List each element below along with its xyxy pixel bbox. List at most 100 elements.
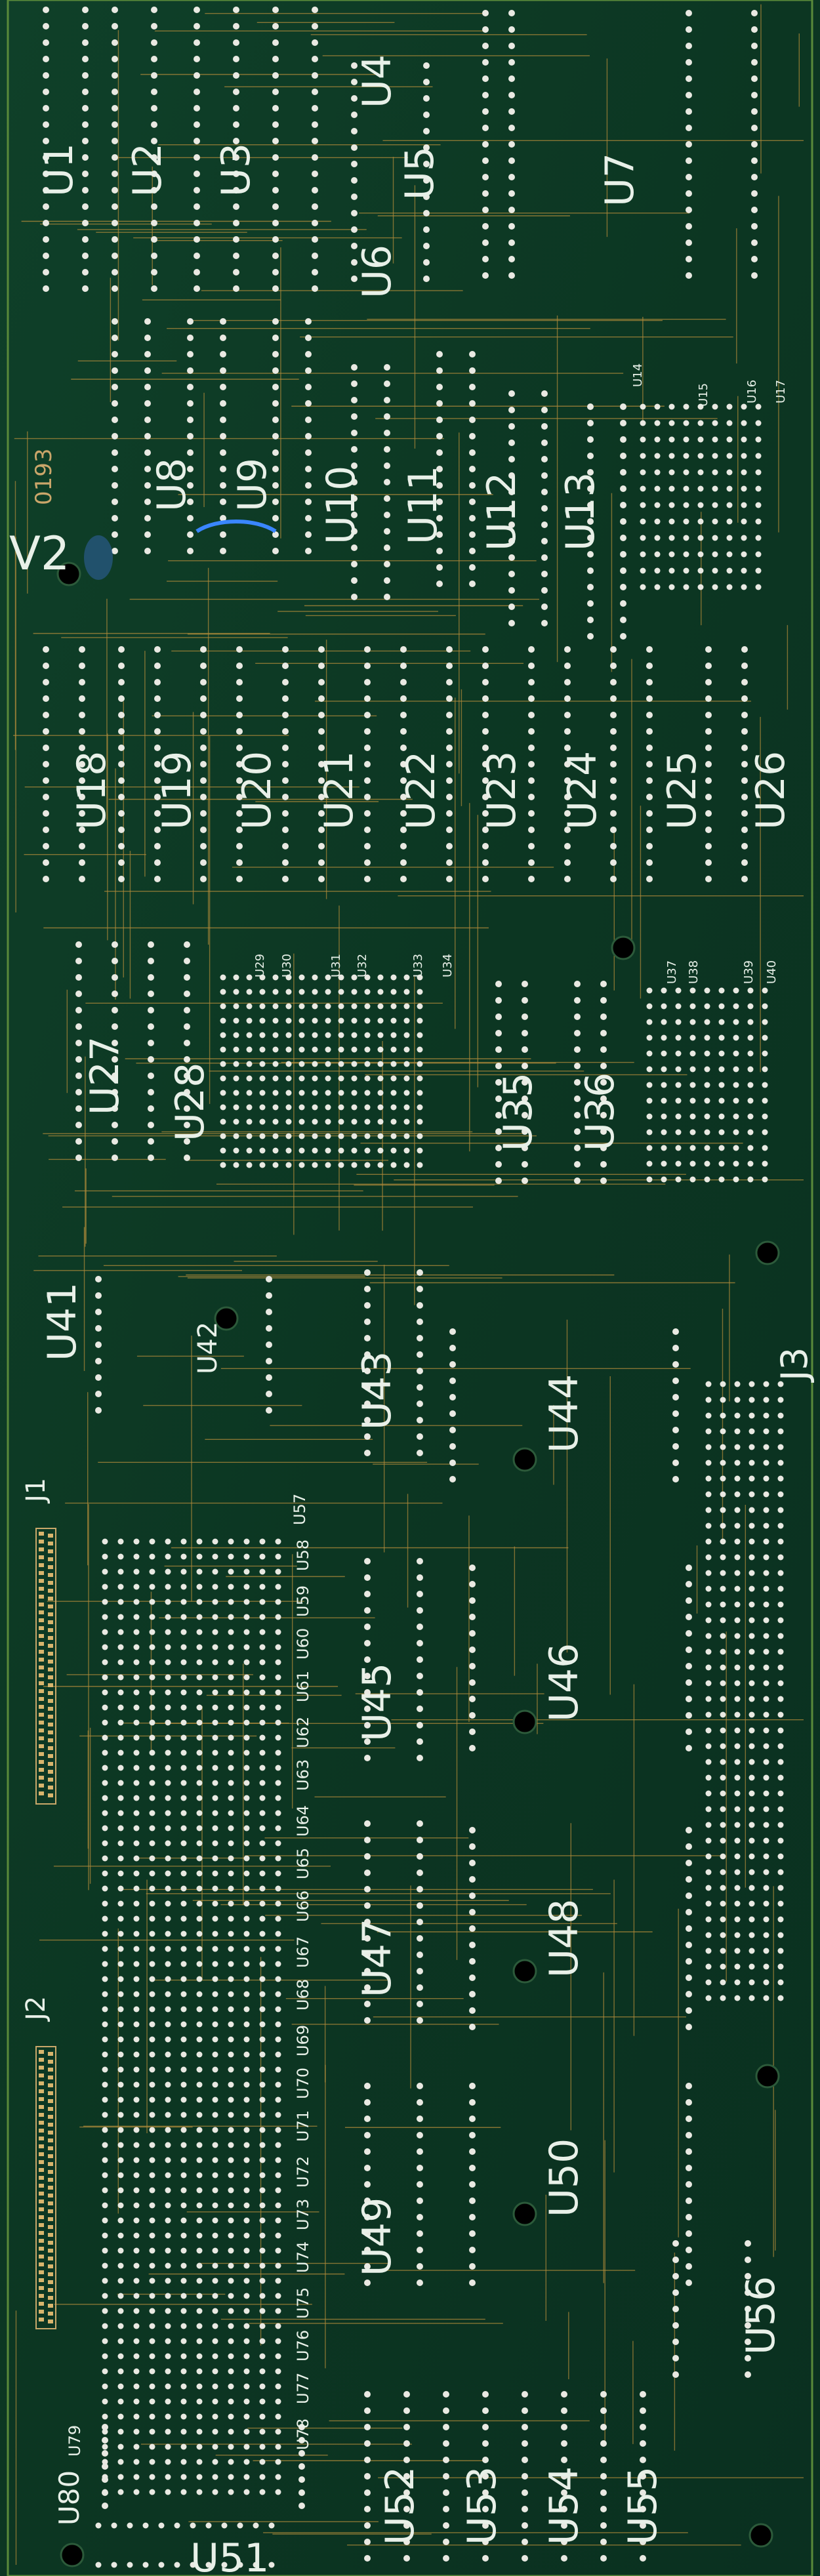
- solder-pad: [205, 2522, 212, 2529]
- solder-pad: [561, 2522, 567, 2529]
- solder-pad: [112, 351, 118, 358]
- solder-pad: [272, 138, 279, 144]
- solder-pad: [102, 1840, 108, 1847]
- solder-pad: [668, 535, 675, 541]
- solder-pad: [133, 1991, 140, 1997]
- solder-pad: [748, 1412, 755, 1419]
- solder-pad: [668, 469, 675, 476]
- solder-pad: [43, 876, 49, 882]
- solder-pad: [417, 1032, 423, 1038]
- solder-pad: [272, 417, 279, 423]
- u-row3-3-footprint: [282, 646, 325, 882]
- solder-pad: [364, 794, 371, 800]
- solder-pad: [777, 1538, 784, 1545]
- solder-pad: [212, 1900, 218, 1907]
- solder-pad: [661, 1097, 667, 1104]
- solder-pad: [446, 876, 453, 882]
- solder-pad: [762, 1113, 768, 1120]
- solder-pad: [228, 2066, 234, 2073]
- solder-pad: [43, 695, 49, 702]
- solder-pad: [133, 2036, 140, 2043]
- label-u53: U53: [459, 2466, 505, 2545]
- label-u37: U37: [665, 960, 679, 984]
- solder-pad: [726, 584, 733, 590]
- solder-pad: [417, 1673, 423, 1679]
- solder-pad: [482, 728, 489, 735]
- solder-pad: [180, 2459, 187, 2465]
- solder-pad: [180, 1659, 187, 1666]
- solder-pad: [272, 466, 279, 472]
- solder-pad: [133, 2247, 140, 2254]
- solder-pad: [469, 2280, 476, 2286]
- solder-pad: [777, 1696, 784, 1702]
- solder-pad: [187, 384, 194, 390]
- solder-pad: [285, 1046, 292, 1053]
- solder-pad: [149, 2428, 155, 2435]
- solder-pad: [469, 1712, 476, 1719]
- solder-pad: [95, 1358, 102, 1364]
- solder-pad: [144, 384, 151, 390]
- solder-pad: [196, 2474, 203, 2480]
- solder-pad: [726, 403, 733, 410]
- solder-pad: [82, 203, 89, 210]
- solder-pad: [697, 420, 704, 426]
- solder-pad: [154, 810, 161, 817]
- solder-pad: [165, 2398, 171, 2405]
- solder-pad: [259, 1118, 266, 1125]
- solder-pad: [165, 2127, 171, 2133]
- solder-pad: [200, 679, 207, 685]
- solder-pad: [154, 679, 161, 685]
- label-u67: U67: [294, 1936, 312, 1968]
- solder-pad: [741, 436, 747, 443]
- label-u41: U41: [39, 1282, 85, 1361]
- label-u70: U70: [294, 2068, 312, 2099]
- solder-pad: [180, 1538, 187, 1545]
- solder-pad: [469, 2198, 476, 2204]
- solder-pad: [102, 2278, 108, 2284]
- label-u7: U7: [597, 153, 643, 207]
- solder-pad: [686, 1843, 692, 1850]
- solder-pad: [312, 269, 318, 276]
- solder-pad: [689, 1050, 696, 1057]
- solder-pad: [184, 958, 190, 964]
- solder-pad: [400, 777, 407, 784]
- solder-pad: [228, 1840, 234, 1847]
- solder-pad: [243, 1734, 250, 1741]
- solder-pad: [233, 989, 239, 995]
- solder-pad: [364, 1935, 371, 1942]
- connector-pin: [39, 1626, 44, 1630]
- solder-pad: [212, 1659, 218, 1666]
- solder-pad: [282, 663, 289, 669]
- solder-pad: [620, 567, 626, 574]
- solder-pad: [417, 1624, 423, 1630]
- solder-pad: [318, 859, 325, 866]
- solder-pad: [683, 518, 689, 525]
- solder-pad: [482, 2391, 489, 2398]
- solder-pad: [112, 548, 118, 554]
- solder-pad: [312, 1032, 318, 1038]
- u-row3-6-footprint: [528, 646, 571, 882]
- date-code: 0193: [31, 448, 57, 505]
- label-u54: U54: [541, 2466, 587, 2545]
- solder-pad: [384, 364, 390, 371]
- solder-pad: [417, 1104, 423, 1111]
- solder-pad: [272, 89, 279, 95]
- solder-pad: [298, 2476, 305, 2483]
- solder-pad: [282, 745, 289, 751]
- mounting-hole: [512, 1709, 537, 1734]
- solder-pad: [755, 518, 762, 525]
- solder-pad: [777, 1822, 784, 1828]
- solder-pad: [133, 2217, 140, 2224]
- solder-pad: [212, 1765, 218, 1771]
- solder-pad: [689, 1003, 696, 1010]
- solder-pad: [200, 794, 207, 800]
- solder-pad: [272, 1090, 279, 1096]
- solder-pad: [748, 1853, 755, 1860]
- solder-pad: [748, 1444, 755, 1450]
- solder-pad: [720, 1428, 726, 1435]
- solder-pad: [246, 1017, 253, 1024]
- solder-pad: [275, 1825, 281, 1831]
- solder-pad: [325, 1003, 331, 1010]
- solder-pad: [102, 2503, 108, 2509]
- solder-pad: [620, 469, 626, 476]
